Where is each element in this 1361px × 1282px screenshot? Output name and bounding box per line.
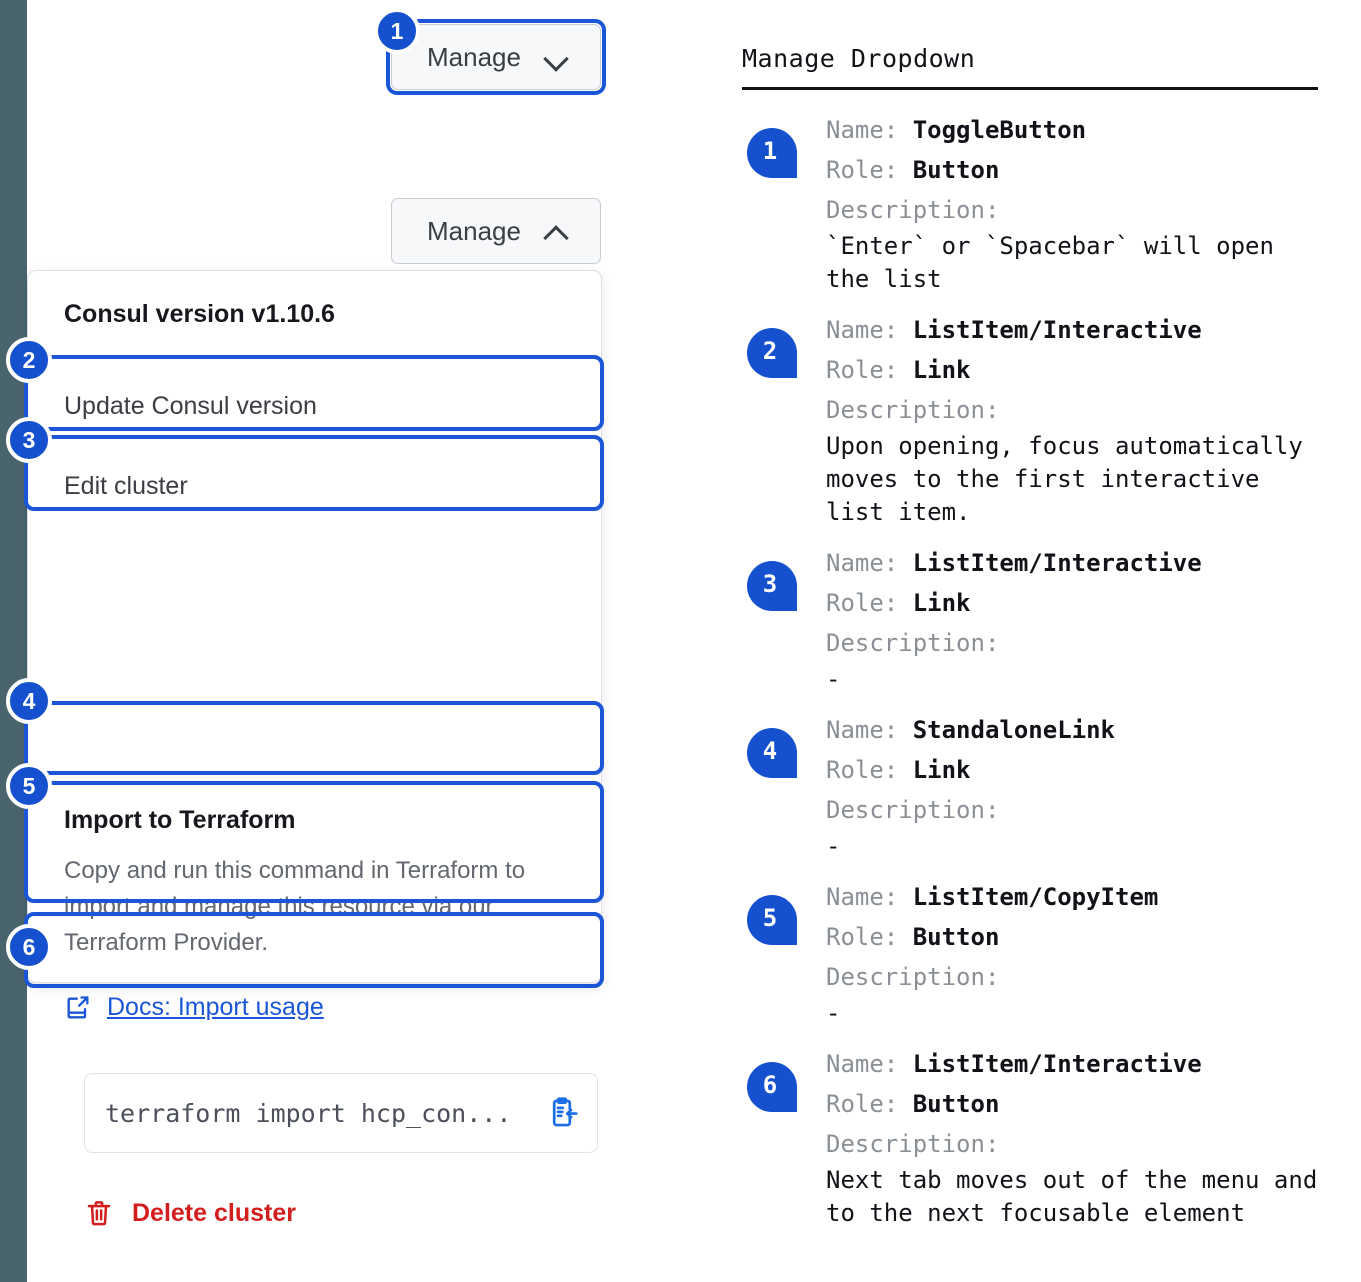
legend-description-value: - <box>826 665 841 693</box>
terraform-import-command-value: terraform import hcp_con... <box>105 1098 512 1128</box>
menu-item-edit-label: Edit cluster <box>64 471 188 500</box>
legend-description-label: Description: <box>826 796 1000 824</box>
legend-name-label: Name: <box>826 549 899 577</box>
marker-badge-5: 5 <box>6 763 52 809</box>
chevron-up-icon <box>543 218 569 244</box>
manage-dropdown-panel: Consul version v1.10.6 Update Consul ver… <box>27 270 602 1227</box>
legend-name-value: ListItem/CopyItem <box>912 883 1159 911</box>
manage-toggle-button-expanded[interactable]: Manage <box>391 198 601 264</box>
menu-item-edit-cluster[interactable]: Edit cluster <box>64 454 188 518</box>
manage-dropdown-demo: Manage 1 Manage Consul version v1.10.6 U… <box>0 0 700 1282</box>
legend-title: Manage Dropdown <box>742 44 976 73</box>
legend-marker-5: 5 <box>747 895 797 945</box>
legend-name-value: ToggleButton <box>912 116 1087 144</box>
legend-role-label: Role: <box>826 923 899 951</box>
marker-badge-6: 6 <box>6 924 52 970</box>
marker-badge-1: 1 <box>374 8 420 54</box>
legend-role-label: Role: <box>826 1090 899 1118</box>
legend-divider <box>742 87 1318 90</box>
legend-role-label: Role: <box>826 756 899 784</box>
consul-version-header: Consul version v1.10.6 <box>64 299 335 328</box>
legend-description-label: Description: <box>826 396 1000 424</box>
legend-description-value: - <box>826 832 841 860</box>
legend-name-value: StandaloneLink <box>912 716 1115 744</box>
legend-item: 2 Name: ListItem/Interactive Role: Link … <box>742 310 1342 529</box>
legend-marker-2: 2 <box>747 328 797 378</box>
legend-marker-1: 1 <box>747 128 797 178</box>
legend-description-label: Description: <box>826 196 1000 224</box>
manage-toggle-label-collapsed: Manage <box>427 41 521 72</box>
legend-name-label: Name: <box>826 883 899 911</box>
menu-item-update-consul-version[interactable]: Update Consul version <box>64 374 317 438</box>
menu-item-delete-cluster[interactable]: Delete cluster <box>84 1198 296 1228</box>
legend-description-label: Description: <box>826 963 1000 991</box>
legend-name-value: ListItem/Interactive <box>912 549 1202 577</box>
legend-role-label: Role: <box>826 356 899 384</box>
legend-role-label: Role: <box>826 156 899 184</box>
legend-role-value: Link <box>912 756 971 784</box>
legend-name-label: Name: <box>826 1050 899 1078</box>
manage-toggle-button-collapsed[interactable]: Manage <box>391 24 601 90</box>
trash-icon <box>84 1198 114 1228</box>
copy-to-clipboard-icon[interactable] <box>545 1096 579 1130</box>
legend-panel: Manage Dropdown 1 Name: ToggleButton Rol… <box>742 0 1342 1244</box>
docs-import-usage-label: Docs: Import usage <box>107 993 324 1021</box>
legend-marker-6: 6 <box>747 1062 797 1112</box>
legend-name-label: Name: <box>826 116 899 144</box>
legend-marker-4: 4 <box>747 728 797 778</box>
left-edge-rail <box>0 0 27 1282</box>
legend-role-value: Button <box>912 923 1000 951</box>
legend-description-value: Upon opening, focus automatically moves … <box>826 432 1303 526</box>
marker-badge-2: 2 <box>6 337 52 383</box>
import-to-terraform-description: Copy and run this command in Terraform t… <box>64 857 526 956</box>
legend-item: 1 Name: ToggleButton Role: Button Descri… <box>742 110 1342 296</box>
menu-item-update-label: Update Consul version <box>64 391 317 420</box>
legend-role-value: Button <box>912 1090 1000 1118</box>
legend-role-value: Link <box>912 356 971 384</box>
legend-marker-3: 3 <box>747 561 797 611</box>
legend-description-value: Next tab moves out of the menu and to th… <box>826 1166 1318 1227</box>
legend-role-label: Role: <box>826 589 899 617</box>
legend-description-value: - <box>826 999 841 1027</box>
legend-item: 4 Name: StandaloneLink Role: Link Descri… <box>742 710 1342 863</box>
legend-item: 5 Name: ListItem/CopyItem Role: Button D… <box>742 877 1342 1030</box>
external-link-icon <box>64 994 92 1022</box>
legend-name-value: ListItem/Interactive <box>912 1050 1202 1078</box>
menu-item-delete-label: Delete cluster <box>132 1198 296 1227</box>
legend-role-value: Link <box>912 589 971 617</box>
legend-role-value: Button <box>912 156 1000 184</box>
legend-description-label: Description: <box>826 629 1000 657</box>
import-to-terraform-title: Import to Terraform <box>64 806 296 834</box>
terraform-import-command-field[interactable]: terraform import hcp_con... <box>84 1073 598 1153</box>
marker-badge-4: 4 <box>6 678 52 724</box>
docs-import-usage-link[interactable]: Docs: Import usage <box>64 993 324 1022</box>
marker-badge-3: 3 <box>6 417 52 463</box>
legend-list: 1 Name: ToggleButton Role: Button Descri… <box>742 110 1342 1230</box>
legend-name-label: Name: <box>826 316 899 344</box>
manage-toggle-label-expanded: Manage <box>427 215 521 246</box>
legend-name-value: ListItem/Interactive <box>912 316 1202 344</box>
legend-name-label: Name: <box>826 716 899 744</box>
legend-description-value: `Enter` or `Spacebar` will open the list <box>826 232 1274 293</box>
legend-item: 6 Name: ListItem/Interactive Role: Butto… <box>742 1044 1342 1230</box>
chevron-down-icon <box>543 44 569 70</box>
legend-description-label: Description: <box>826 1130 1000 1158</box>
legend-item: 3 Name: ListItem/Interactive Role: Link … <box>742 543 1342 696</box>
